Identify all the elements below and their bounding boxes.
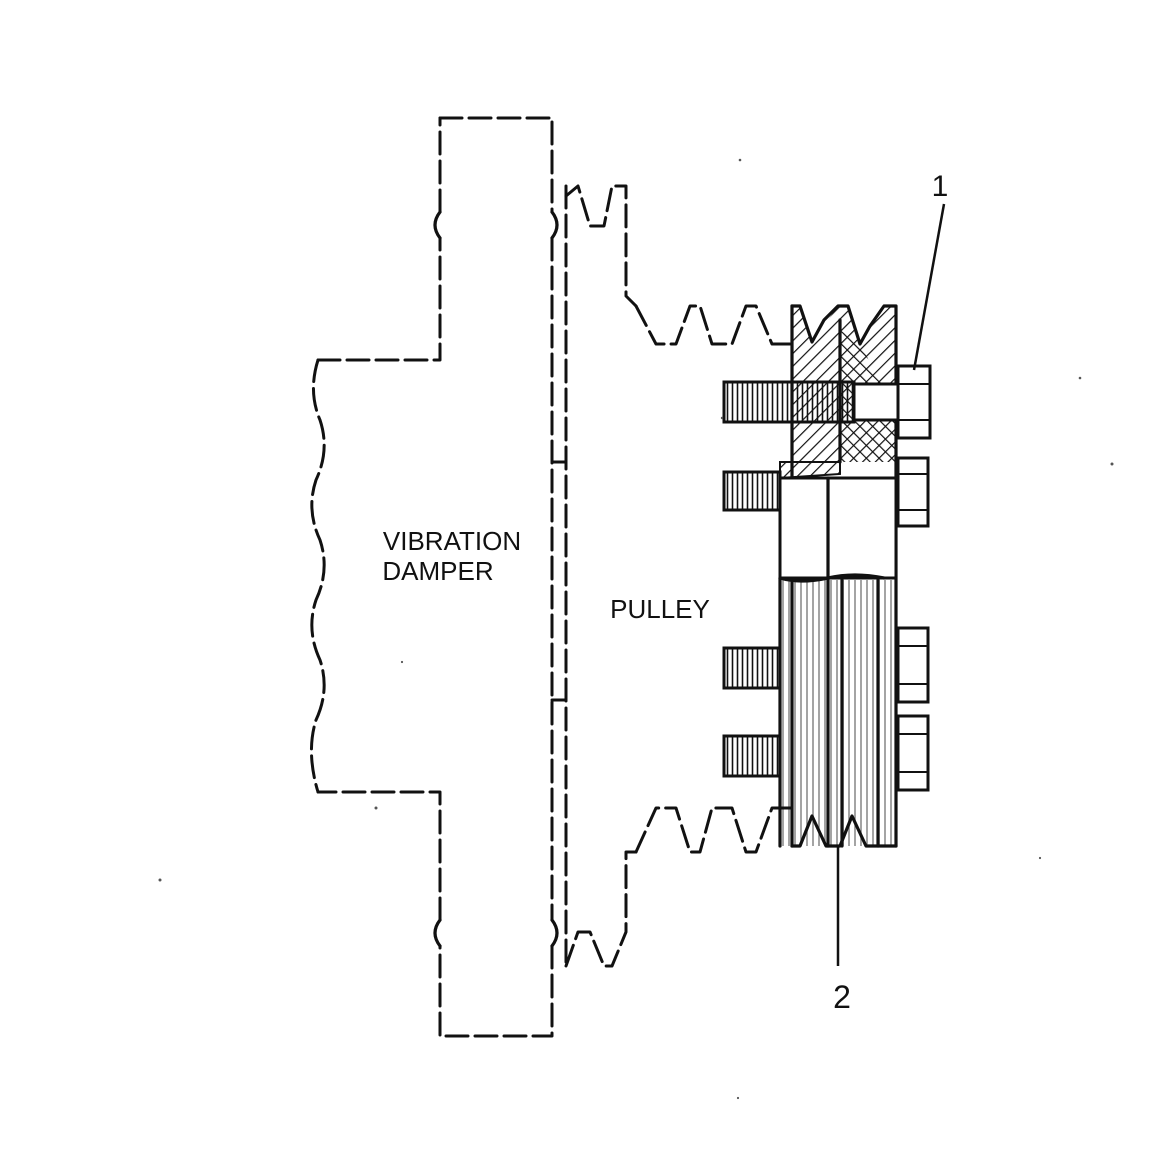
- damper-hub-lines: [550, 460, 568, 702]
- print-specks: [158, 158, 1114, 1100]
- vibration-damper-outline: [309, 116, 559, 1038]
- damper-label-line1: VIBRATION: [383, 526, 521, 556]
- leader-line-1: [912, 203, 946, 371]
- callout-1: 1: [932, 170, 949, 203]
- bolt-third: [722, 626, 930, 704]
- damper-label-line2: DAMPER: [382, 556, 493, 586]
- bolt-second: [722, 456, 930, 528]
- bolt-fourth: [722, 714, 930, 792]
- bolt-top: [722, 364, 932, 440]
- pulley-label: PULLEY: [610, 594, 710, 624]
- callout-2: 2: [833, 979, 851, 1015]
- crank-pulley-sheave: [778, 304, 898, 848]
- pulley-outline: [564, 184, 794, 968]
